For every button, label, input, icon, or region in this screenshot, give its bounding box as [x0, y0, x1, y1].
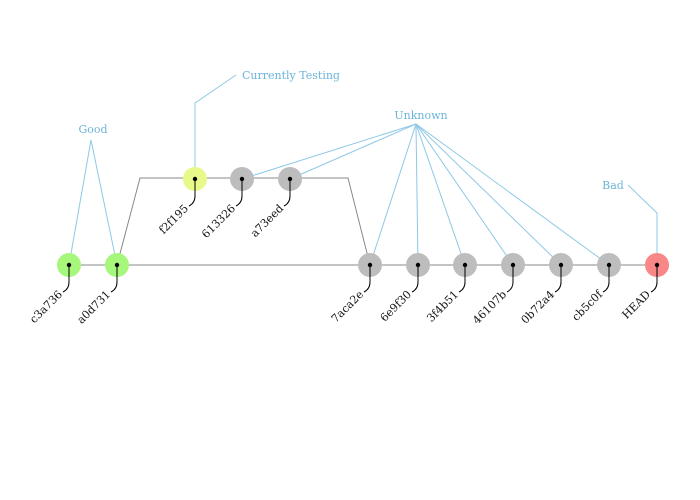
- commit-node[interactable]: f2f195: [156, 167, 207, 237]
- side-branch-line: [116, 177, 371, 266]
- commit-dot: [558, 262, 564, 268]
- commit-id-label: 46107b: [470, 288, 509, 327]
- bad-callout-line: [627, 184, 658, 265]
- commit-id-label: a73eed: [248, 202, 286, 240]
- commit-leader: [602, 265, 610, 293]
- commit-node[interactable]: HEAD: [620, 253, 669, 321]
- commit-id-label: a0d731: [75, 288, 114, 327]
- unknown-callout-line: [415, 123, 514, 266]
- commit-dot: [415, 262, 421, 268]
- commit-leader: [458, 265, 466, 293]
- unknown-callout-line: [241, 123, 417, 180]
- commit-id-label: HEAD: [620, 288, 654, 322]
- callout-lines: [68, 74, 658, 266]
- commit-leader: [554, 265, 562, 293]
- unknown-callout-label: Unknown: [394, 109, 447, 122]
- commit-node[interactable]: 7aca2e: [329, 253, 382, 325]
- commit-leader: [650, 265, 658, 293]
- commit-dot: [192, 176, 198, 182]
- callout-labels: Good Currently Testing Unknown Bad: [78, 69, 623, 192]
- commit-leader: [283, 179, 291, 207]
- unknown-callout-line: [415, 123, 419, 266]
- commit-id-label: cb5c0f: [569, 287, 605, 323]
- commit-dot: [367, 262, 373, 268]
- unknown-callout-line: [415, 123, 466, 266]
- unknown-callout-line: [415, 123, 610, 266]
- commit-id-label: c3a736: [27, 288, 65, 326]
- commit-node[interactable]: a0d731: [75, 253, 129, 327]
- commit-leader: [188, 179, 196, 207]
- commit-node[interactable]: 3f4b51: [424, 253, 477, 325]
- unknown-callout-line: [289, 123, 417, 180]
- commit-id-label: f2f195: [156, 202, 191, 237]
- commit-node[interactable]: 0b72a4: [519, 253, 573, 327]
- unknown-callout-line: [415, 123, 562, 266]
- commit-dot: [114, 262, 120, 268]
- commit-leader: [235, 179, 243, 207]
- commit-id-label: 613326: [199, 202, 238, 241]
- good-callout-line: [68, 139, 118, 266]
- commit-leader: [411, 265, 419, 293]
- commit-id-label: 6e9f30: [378, 288, 414, 324]
- commit-dot: [654, 262, 660, 268]
- commit-id-label: 3f4b51: [424, 288, 461, 325]
- commit-node[interactable]: c3a736: [27, 253, 81, 326]
- commit-node[interactable]: 6e9f30: [378, 253, 430, 324]
- commit-dot: [287, 176, 293, 182]
- commit-id-label: 0b72a4: [519, 288, 558, 327]
- commit-dot: [239, 176, 245, 182]
- branch-lines: [69, 177, 657, 266]
- testing-callout-line: [194, 74, 237, 179]
- commit-node[interactable]: cb5c0f: [569, 253, 621, 324]
- commit-leader: [363, 265, 371, 293]
- testing-callout-label: Currently Testing: [242, 69, 340, 82]
- commit-dot: [606, 262, 612, 268]
- commit-leader: [506, 265, 514, 293]
- commit-dot: [66, 262, 72, 268]
- commit-leader: [62, 265, 70, 293]
- bad-callout-label: Bad: [602, 179, 624, 192]
- commit-id-label: 7aca2e: [329, 288, 366, 325]
- commit-dot: [462, 262, 468, 268]
- commit-node[interactable]: 46107b: [470, 253, 525, 327]
- commit-leader: [110, 265, 118, 293]
- unknown-callout-line: [369, 123, 417, 266]
- commit-dot: [510, 262, 516, 268]
- good-callout-label: Good: [78, 123, 107, 136]
